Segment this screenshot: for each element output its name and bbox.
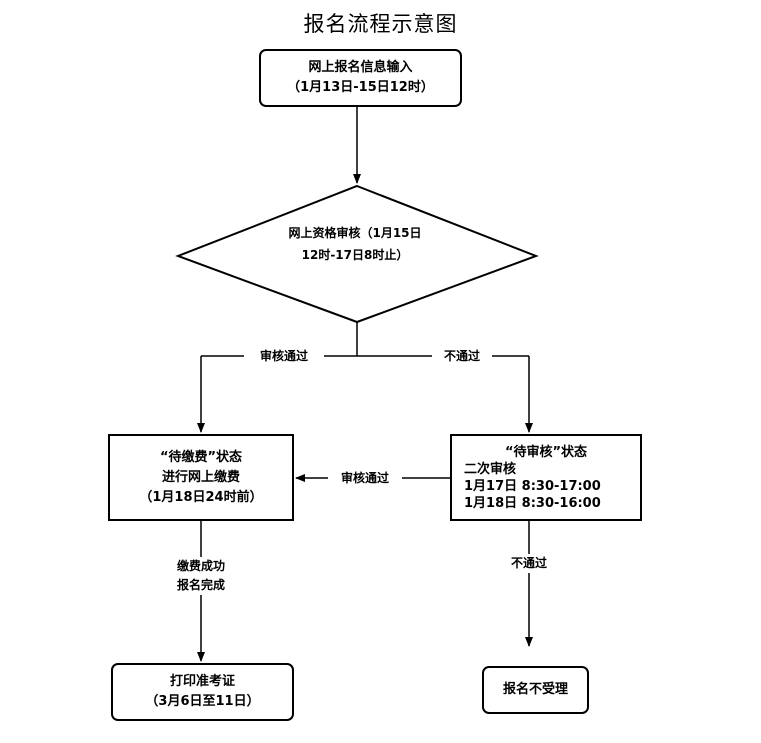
node-print-admission-line1: 打印准考证 [169,674,235,689]
node-print-admission-line2: （3月6日至11日） [145,694,260,709]
node-print-admission: 打印准考证 （3月6日至11日） [111,663,294,721]
node-registration-rejected: 报名不受理 [482,666,589,714]
node-online-registration: 网上报名信息输入 （1月13日-15日12时） [259,49,462,107]
node-qualification-review-line1: 网上资格审核（1月15日 [288,226,422,240]
label-second-review-fail: 不通过 [500,554,558,573]
label-second-review-pass: 审核通过 [328,469,402,488]
node-pending-review-line2: 二次审核 [464,461,517,477]
label-review-fail: 不通过 [432,347,492,366]
node-qualification-review-line2: 12时-17日8时止） [301,248,409,262]
node-pending-payment: “待缴费”状态 进行网上缴费 （1月18日24时前） [108,434,294,521]
node-online-registration-line2: （1月13日-15日12时） [287,80,434,95]
node-registration-rejected-line1: 报名不受理 [502,682,568,697]
node-online-registration-line1: 网上报名信息输入 [308,60,413,75]
label-payment-success: 缴费成功 报名完成 [160,557,242,595]
label-payment-success-line1: 缴费成功 [176,559,225,573]
node-pending-review-line4: 1月18日 8:30-16:00 [464,495,601,511]
node-pending-review-line1: “待审核”状态 [504,444,588,460]
node-pending-review-line3: 1月17日 8:30-17:00 [464,478,601,494]
node-pending-payment-line3: （1月18日24时前） [139,489,263,505]
page-title: 报名流程示意图 [303,12,458,36]
label-payment-success-line2: 报名完成 [176,578,225,592]
node-qualification-review: 网上资格审核（1月15日 12时-17日8时止） [200,222,510,266]
node-pending-review: “待审核”状态 二次审核 1月17日 8:30-17:00 1月18日 8:30… [450,434,642,521]
node-pending-payment-line2: 进行网上缴费 [161,469,240,485]
node-pending-payment-line1: “待缴费”状态 [159,449,243,465]
label-review-pass: 审核通过 [244,347,324,366]
